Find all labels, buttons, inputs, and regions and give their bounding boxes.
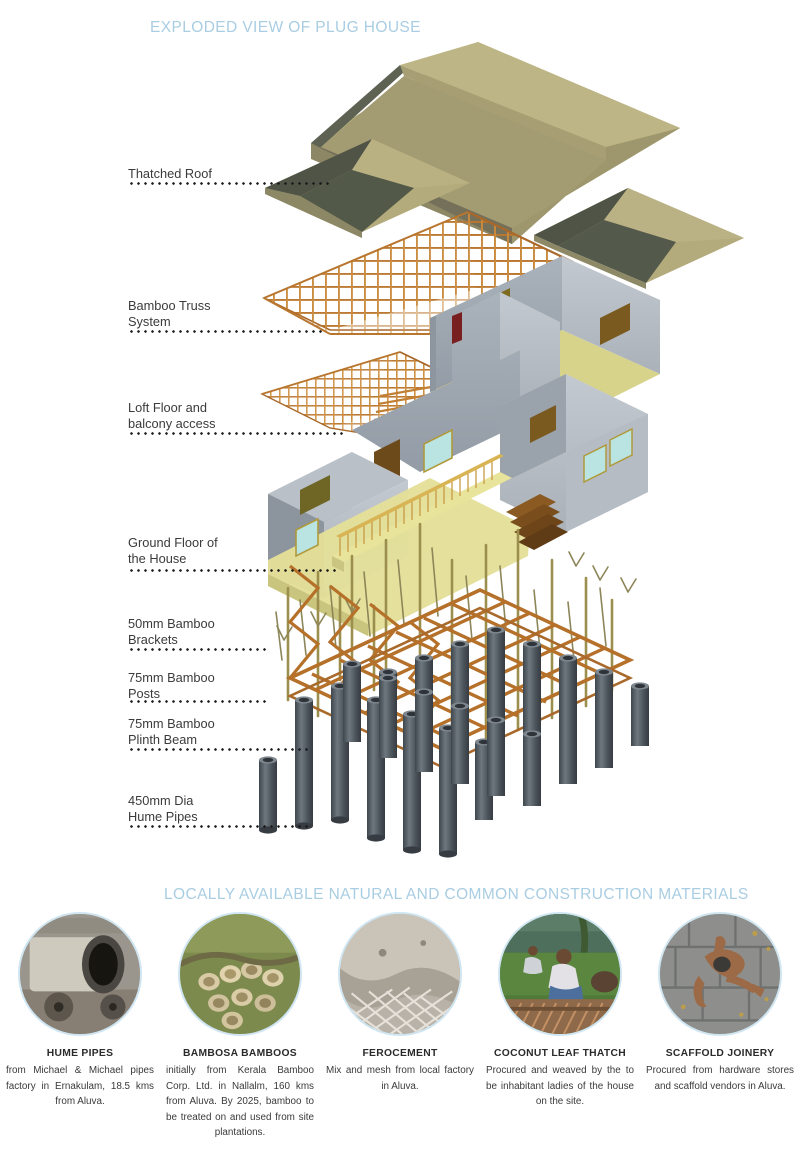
materials-strip: HUME PIPES from Michael & Michael pipes … <box>0 912 800 1149</box>
callout-line-2: balcony access <box>128 415 216 431</box>
callout-hume-pipes: 450mm Dia Hume Pipes <box>128 793 198 824</box>
callout-line-1: Ground Floor of <box>128 535 218 550</box>
callout-line-2: Brackets <box>128 631 178 647</box>
callout-line-1: Bamboo Truss <box>128 298 211 313</box>
thatched-roof-geometry <box>265 42 744 289</box>
leader-line-ground-floor <box>128 569 340 572</box>
callout-line-1: 450mm Dia <box>128 793 194 808</box>
callout-line-1: 75mm Bamboo <box>128 670 215 685</box>
callout-bamboo-posts: 75mm Bamboo Posts <box>128 670 215 701</box>
material-description: Procured from hardware stores and scaffo… <box>646 1065 794 1092</box>
callout-bamboo-truss: Bamboo Truss System <box>128 298 211 329</box>
house-volumes-geometry <box>268 256 660 636</box>
callout-thatched-roof: Thatched Roof <box>128 166 212 182</box>
material-card-bamboos: BAMBOSA BAMBOOS initially from Kerala Ba… <box>160 912 320 1141</box>
hume-pipes-geometry <box>259 626 649 858</box>
callout-line-1: 75mm Bamboo <box>128 716 215 731</box>
bamboo-posts-geometry <box>275 522 637 762</box>
callout-line-1: Loft Floor and <box>128 400 207 415</box>
callout-line-1: 50mm Bamboo <box>128 616 215 631</box>
material-card-thatch: COCONUT LEAF THATCH Procured and weaved … <box>480 912 640 1110</box>
leader-line-thatched-roof <box>128 182 333 185</box>
material-description: from Michael & Michael pipes factory in … <box>6 1065 154 1107</box>
callout-line-1: Thatched Roof <box>128 166 212 181</box>
page-title-exploded-view: EXPLODED VIEW OF PLUG HOUSE <box>150 19 421 36</box>
leader-line-bamboo-truss <box>128 330 324 333</box>
callout-ground-floor: Ground Floor of the House <box>128 535 218 566</box>
leader-line-bamboo-posts <box>128 700 270 703</box>
exploded-view-diagram <box>259 42 744 858</box>
material-card-hume-pipes: HUME PIPES from Michael & Michael pipes … <box>0 912 160 1110</box>
material-description: initially from Kerala Bamboo Corp. Ltd. … <box>166 1065 314 1138</box>
leader-line-bamboo-brackets <box>128 648 268 651</box>
page-title-materials: LOCALLY AVAILABLE NATURAL AND COMMON CON… <box>164 886 749 903</box>
hume-pipe-photo <box>18 912 142 1036</box>
coconut-thatch-photo <box>498 912 622 1036</box>
leader-line-loft-floor <box>128 432 344 435</box>
callout-line-2: Posts <box>128 685 161 701</box>
material-card-ferocement: FEROCEMENT Mix and mesh from local facto… <box>320 912 480 1094</box>
callout-line-2: Hume Pipes <box>128 808 198 824</box>
material-name: FEROCEMENT <box>362 1048 438 1059</box>
callout-line-2: the House <box>128 550 187 566</box>
callout-plinth-beam: 75mm Bamboo Plinth Beam <box>128 716 215 747</box>
bamboo-stack-photo <box>178 912 302 1036</box>
callout-line-2: System <box>128 313 171 329</box>
material-name: BAMBOSA BAMBOOS <box>183 1048 297 1059</box>
callout-loft-floor: Loft Floor and balcony access <box>128 400 216 431</box>
scaffold-clamp-photo <box>658 912 782 1036</box>
leader-line-hume-pipes <box>128 825 310 828</box>
material-name: HUME PIPES <box>46 1048 114 1059</box>
material-name: COCONUT LEAF THATCH <box>494 1048 626 1059</box>
callout-bamboo-brackets: 50mm Bamboo Brackets <box>128 616 215 647</box>
ferrocement-photo <box>338 912 462 1036</box>
material-card-scaffold: SCAFFOLD JOINERY Procured from hardware … <box>640 912 800 1094</box>
callout-line-2: Plinth Beam <box>128 731 197 747</box>
leader-line-plinth-beam <box>128 748 310 751</box>
material-name: SCAFFOLD JOINERY <box>665 1048 775 1059</box>
material-description: Procured and weaved by the to be inhabit… <box>486 1065 634 1107</box>
material-description: Mix and mesh from local factory in Aluva… <box>326 1065 474 1092</box>
